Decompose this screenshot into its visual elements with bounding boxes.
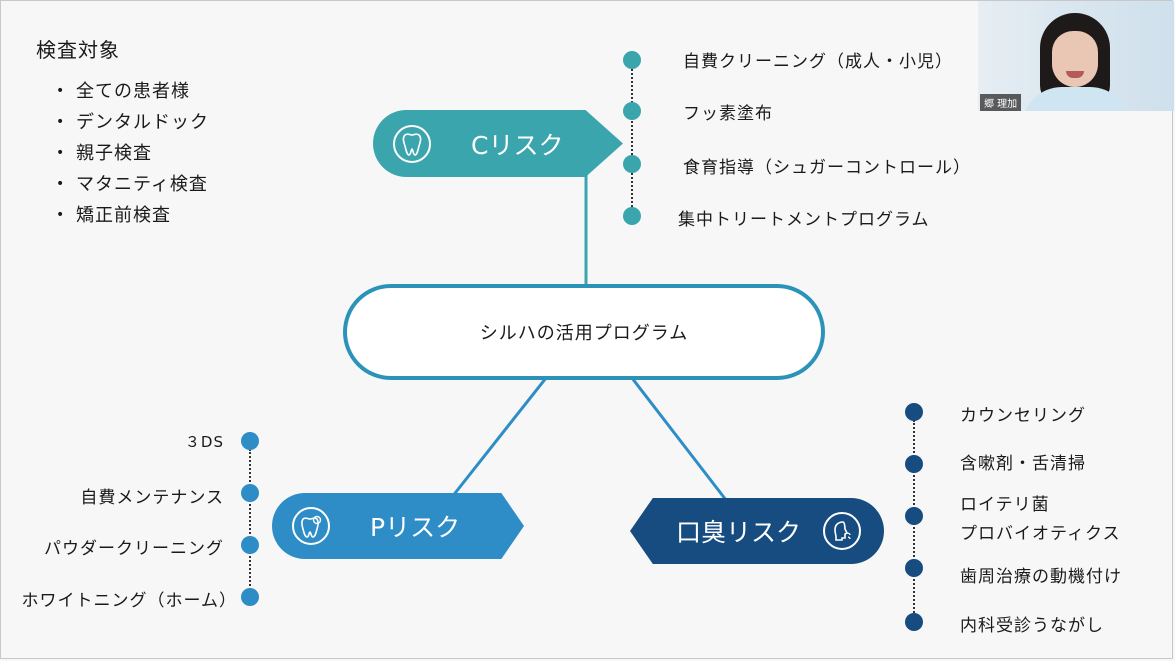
program-ellipse: シルハの活用プログラム (343, 284, 825, 380)
c-risk-item: 食育指導（シュガーコントロール） (683, 158, 971, 178)
program-label: シルハの活用プログラム (479, 323, 689, 344)
tooth-mirror-icon (292, 507, 330, 545)
target-item: デンタルドック (56, 107, 209, 138)
p-risk-dot (241, 484, 259, 502)
p-risk-item: パウダークリーニング (44, 539, 224, 559)
p-risk-dot (241, 432, 259, 450)
m-risk-item: 内科受診うながし (960, 616, 1104, 636)
target-list: 全ての患者様 デンタルドック 親子検査 マタニティ検査 矯正前検査 (56, 76, 209, 231)
m-risk-dot (905, 613, 923, 631)
p-risk-dotted-line (249, 449, 251, 597)
tooth-icon (393, 124, 431, 163)
p-risk-item: ホワイトニング（ホーム） (21, 591, 237, 611)
participant-mouth (1066, 71, 1084, 78)
c-risk-dotted-line (631, 62, 633, 214)
participant-name-label: 郷 理加 (980, 94, 1022, 111)
m-risk-label: 口臭リスク (676, 518, 802, 547)
target-item: 全ての患者様 (56, 76, 209, 107)
participant-video[interactable]: 郷 理加 (978, 1, 1174, 111)
m-risk-item: プロバイオティクス (960, 524, 1121, 544)
p-risk-banner: Pリスク (272, 493, 524, 559)
target-item: 親子検査 (56, 138, 209, 169)
c-risk-item: 集中トリートメントプログラム (678, 210, 930, 230)
p-risk-dot (241, 536, 259, 554)
m-risk-dot (905, 403, 923, 421)
target-title: 検査対象 (36, 38, 120, 62)
target-item: 矯正前検査 (56, 200, 209, 231)
m-risk-item: ロイテリ菌 (960, 495, 1050, 515)
target-item: マタニティ検査 (56, 169, 209, 200)
m-risk-item: カウンセリング (960, 406, 1086, 426)
m-risk-item: 歯周治療の動機付け (960, 567, 1122, 587)
breath-face-icon (823, 512, 862, 550)
c-risk-label: Cリスク (471, 130, 564, 160)
c-risk-item: 自費クリーニング（成人・小児） (683, 52, 953, 72)
p-risk-item: 自費メンテナンス (80, 488, 224, 508)
p-risk-label: Pリスク (370, 513, 461, 542)
c-risk-dot (623, 51, 641, 69)
p-risk-connector (450, 377, 548, 498)
c-risk-dot (623, 207, 641, 225)
m-risk-dot (905, 455, 923, 473)
c-risk-dot (623, 155, 641, 173)
c-risk-item: フッ素塗布 (683, 104, 773, 124)
m-risk-dot (905, 507, 923, 525)
m-risk-dot (905, 559, 923, 577)
p-risk-item: ３DS (184, 433, 224, 451)
c-risk-dot (623, 102, 641, 120)
p-risk-dot (241, 588, 259, 606)
m-risk-banner: 口臭リスク (630, 498, 884, 564)
m-risk-connector (630, 377, 728, 501)
c-risk-banner: Cリスク (373, 110, 623, 177)
m-risk-item: 含嗽剤・舌清掃 (960, 454, 1086, 474)
